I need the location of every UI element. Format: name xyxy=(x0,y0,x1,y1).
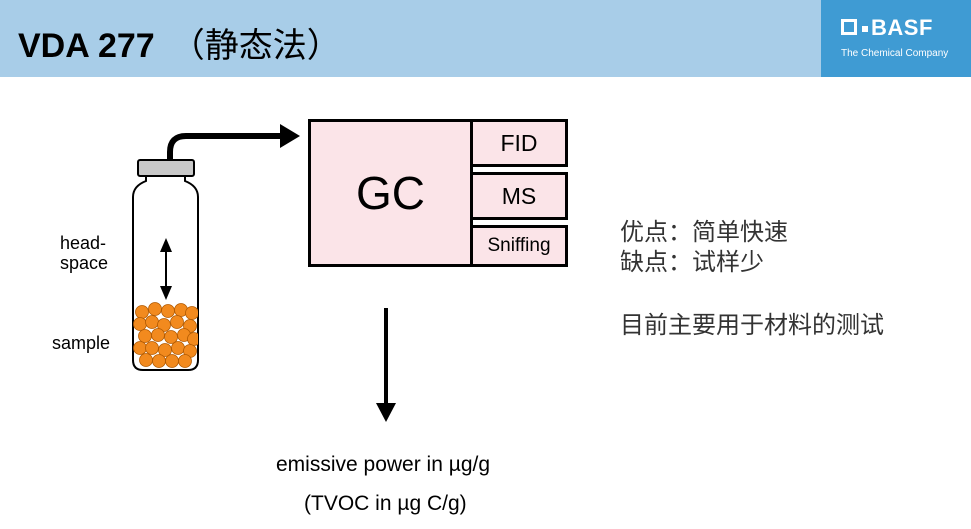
transfer-tube xyxy=(167,133,284,161)
title-main: VDA 277 xyxy=(18,27,155,65)
logo-dot-icon xyxy=(862,26,868,32)
output-line2: (TVOC in µg C/g) xyxy=(304,492,467,515)
fid-detector-box: FID xyxy=(470,119,568,167)
sample-beads xyxy=(133,302,198,368)
disadvantages-text: 缺点：试样少 xyxy=(620,248,764,276)
usage-text: 目前主要用于材料的测试 xyxy=(620,311,884,339)
sniffing-detector-box: Sniffing xyxy=(470,225,568,267)
output-line1: emissive power in µg/g xyxy=(276,453,491,476)
logo-name: BASF xyxy=(871,15,933,40)
header-bar: VDA 277 （静态法） BASF The Chemical Company xyxy=(0,0,971,77)
vial-cap xyxy=(137,159,195,177)
headspace-label: head- space xyxy=(60,233,108,273)
logo-square-icon xyxy=(841,19,857,35)
page-title: VDA 277 （静态法） xyxy=(18,18,341,67)
headspace-arrow-down xyxy=(160,286,172,300)
sample-label: sample xyxy=(52,333,111,353)
logo-tagline: The Chemical Company xyxy=(841,48,949,59)
headspace-arrow-up xyxy=(160,238,172,252)
title-subtitle: （静态法） xyxy=(170,26,341,66)
advantages-text: 优点：简单快速 xyxy=(620,218,788,246)
gc-box: GC xyxy=(308,119,473,267)
headspace-label-line1: head- xyxy=(60,233,107,253)
basf-logo: BASF The Chemical Company xyxy=(821,0,971,77)
headspace-label-line2: space xyxy=(60,253,109,273)
ms-detector-box: MS xyxy=(470,172,568,220)
output-arrowhead xyxy=(376,403,396,422)
tube-arrowhead xyxy=(280,124,300,148)
